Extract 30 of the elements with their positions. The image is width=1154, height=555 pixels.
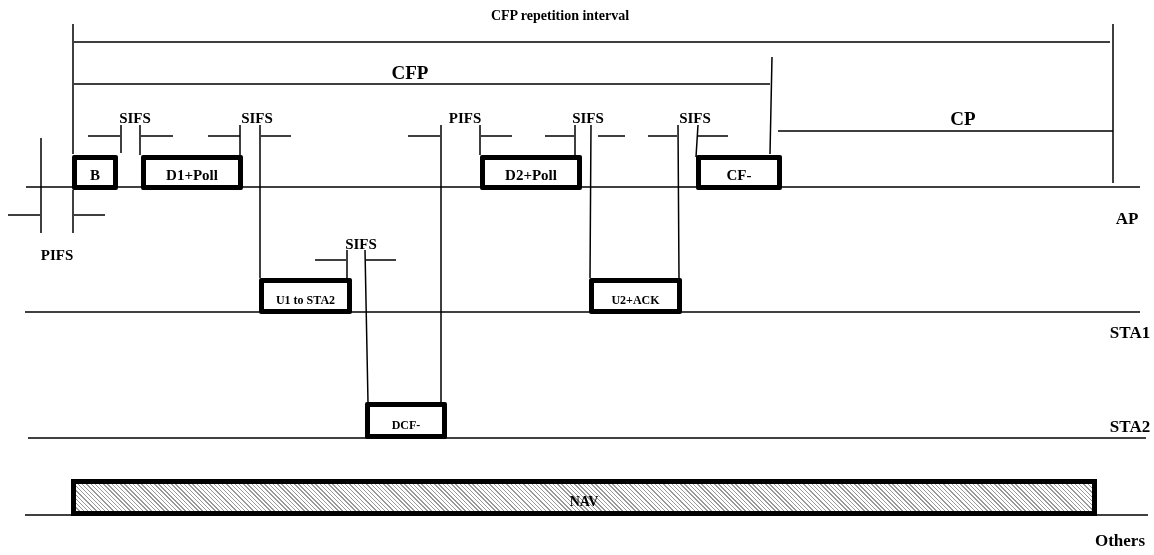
- frame-box: [259, 278, 352, 314]
- station-label: AP: [1115, 209, 1139, 227]
- nav-bar: [71, 479, 1097, 516]
- frame-label: D1+Poll: [166, 167, 218, 184]
- gap-label: SIFS: [345, 236, 377, 252]
- frame-box: [589, 278, 682, 314]
- station-label: STA1: [1109, 323, 1151, 341]
- interval-label: CFP: [391, 62, 429, 82]
- frame-label: B: [90, 167, 100, 184]
- gap-label: SIFS: [241, 110, 273, 126]
- station-label: Others: [1095, 531, 1145, 549]
- frame-label: CF-: [726, 167, 752, 184]
- station-label: STA2: [1109, 417, 1151, 435]
- gap-label: PIFS: [448, 110, 482, 126]
- frame-box: [365, 402, 447, 439]
- frame-box: [696, 155, 782, 190]
- interval-label: CP: [950, 108, 976, 128]
- frame-label: U1 to STA2: [275, 293, 336, 308]
- frame-box: [480, 155, 582, 190]
- gap-label: SIFS: [679, 110, 711, 126]
- frame-box: [72, 155, 118, 190]
- bar-label: NAV: [569, 494, 599, 510]
- frame-box: [141, 155, 243, 190]
- frame-label: D2+Poll: [505, 167, 557, 184]
- gap-label: SIFS: [572, 110, 604, 126]
- interval-label: CFP repetition interval: [490, 9, 630, 23]
- frame-label: DCF-: [391, 418, 421, 433]
- gap-label: SIFS: [119, 110, 151, 126]
- gap-label: PIFS: [40, 247, 74, 263]
- frame-label: U2+ACK: [611, 293, 660, 308]
